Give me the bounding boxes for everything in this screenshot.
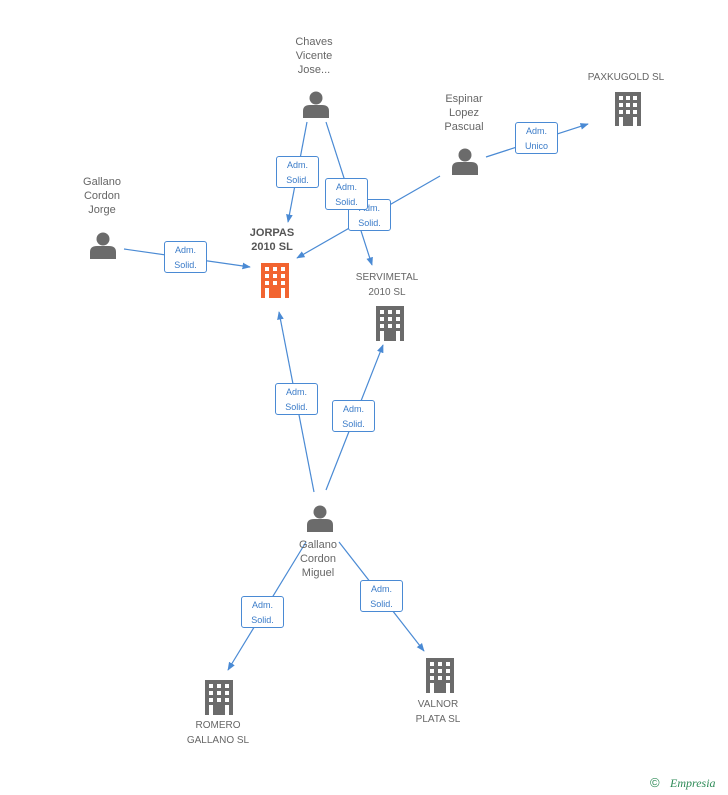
building-icon bbox=[426, 658, 454, 693]
node-label-gallano-jorge[interactable]: Gallano Cordon Jorge bbox=[83, 176, 121, 216]
brand-logo[interactable]: Empresia bbox=[670, 776, 716, 790]
edge-label-gallano-jorge-jorpas[interactable]: Adm. Solid. bbox=[164, 241, 207, 273]
building-icon bbox=[615, 92, 641, 126]
edge-label-line: Adm. bbox=[342, 404, 364, 414]
edge-label-espinar-paxkugold[interactable]: Adm. Unico bbox=[515, 122, 558, 154]
node-label-servimetal[interactable]: SERVIMETAL 2010 SL bbox=[355, 272, 419, 298]
edge-label-line: Solid. bbox=[285, 402, 308, 412]
node-label-gallano-miguel[interactable]: Gallano Cordon Miguel bbox=[299, 539, 337, 579]
edge-label-line: Adm. bbox=[335, 182, 357, 192]
edge-label-line: Solid. bbox=[358, 218, 381, 228]
person-icon bbox=[452, 148, 478, 175]
node-label-jorpas[interactable]: JORPAS 2010 SL bbox=[249, 227, 295, 253]
node-label-chaves[interactable]: Chaves Vicente Jose... bbox=[295, 36, 333, 76]
person-icon bbox=[303, 91, 329, 118]
edge-label-line: Adm. bbox=[525, 126, 547, 136]
node-label-espinar[interactable]: Espinar Lopez Pascual bbox=[444, 93, 484, 133]
edge-label-line: Adm. bbox=[251, 600, 273, 610]
edge-label-line: Adm. bbox=[174, 245, 196, 255]
edge-label-miguel-valnor[interactable]: Adm. Solid. bbox=[360, 580, 403, 612]
node-label-paxkugold[interactable]: PAXKUGOLD SL bbox=[587, 72, 665, 83]
edge-label-line: Adm. bbox=[285, 387, 307, 397]
edge-label-line: Solid. bbox=[251, 615, 274, 625]
edge-label-line: Solid. bbox=[286, 175, 309, 185]
edge-label-line: Adm. bbox=[286, 160, 308, 170]
edge-label-line: Unico bbox=[524, 141, 548, 151]
edge-label-miguel-jorpas[interactable]: Adm. Solid. bbox=[275, 383, 318, 415]
edge-label-line: Solid. bbox=[174, 260, 197, 270]
person-icon bbox=[307, 505, 333, 532]
edge-label-chaves-jorpas[interactable]: Adm. Solid. bbox=[276, 156, 319, 188]
edge-label-line: Adm. bbox=[370, 584, 392, 594]
edge-label-line: Solid. bbox=[342, 419, 365, 429]
edge-label-miguel-servimetal[interactable]: Adm. Solid. bbox=[332, 400, 375, 432]
edge-label-line: Adm. bbox=[358, 203, 380, 213]
building-icon bbox=[376, 306, 404, 341]
edge-label-miguel-romero[interactable]: Adm. Solid. bbox=[241, 596, 284, 628]
building-icon bbox=[205, 680, 233, 715]
edge-label-line: Solid. bbox=[335, 197, 358, 207]
person-icon bbox=[90, 232, 116, 259]
node-label-romero[interactable]: ROMERO GALLANO SL bbox=[186, 720, 250, 746]
edge-label-chaves-servimetal[interactable]: Adm. Solid. bbox=[325, 178, 368, 210]
node-label-valnor[interactable]: VALNOR PLATA SL bbox=[415, 699, 461, 725]
building-icon-main bbox=[261, 263, 289, 298]
edge-label-line: Solid. bbox=[370, 599, 393, 609]
copyright-icon: © bbox=[650, 775, 660, 790]
